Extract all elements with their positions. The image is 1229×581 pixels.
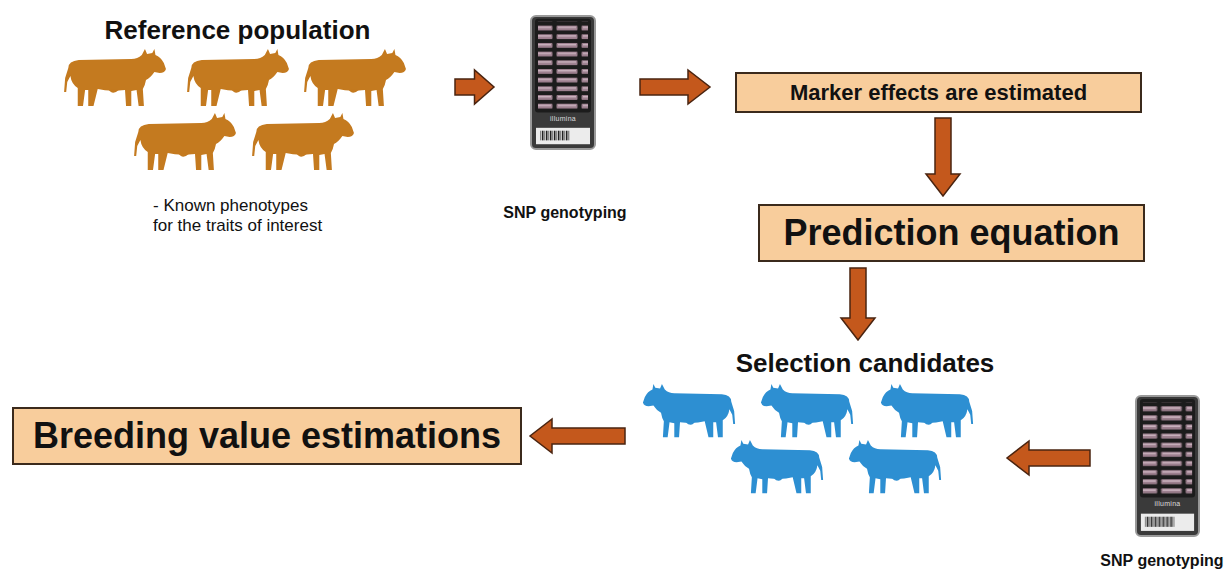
block-arrow	[1007, 441, 1090, 475]
block-arrow	[455, 70, 494, 104]
result-box: Breeding value estimations	[12, 407, 522, 465]
candidate-cows	[643, 384, 973, 493]
box-text: Prediction equation	[783, 212, 1119, 253]
genotyping-chip: SNP genotyping	[1098, 392, 1226, 576]
population-group: Selection candidates	[635, 345, 995, 500]
box-text: Breeding value estimations	[33, 415, 501, 456]
cow-figure	[761, 384, 853, 437]
cow-figure	[731, 440, 823, 493]
cow-figure	[881, 384, 973, 437]
block-arrow	[640, 70, 710, 104]
reference-cows	[64, 49, 406, 170]
population-group: Reference population - Known phenotypes f…	[60, 10, 415, 238]
block-arrow	[530, 419, 625, 453]
block-arrow	[926, 118, 960, 196]
snp-chip	[531, 16, 595, 149]
group-note: - Known phenotypes for the traits of int…	[153, 196, 329, 235]
snp-chip	[1136, 396, 1199, 536]
chip-brand: illumina	[530, 114, 596, 123]
cow-figure	[304, 49, 406, 106]
process-box: Marker effects are estimated	[735, 72, 1142, 113]
chip-brand: illumina	[1135, 499, 1200, 508]
group-heading: Reference population	[60, 16, 415, 46]
group-heading: SNP genotyping	[1098, 552, 1226, 570]
cow-figure	[643, 384, 735, 437]
cow-figure	[187, 49, 289, 106]
cow-figure	[849, 440, 941, 493]
group-heading: SNP genotyping	[500, 204, 630, 222]
process-box: Prediction equation	[758, 204, 1145, 262]
box-text: Marker effects are estimated	[790, 80, 1087, 105]
cow-figure	[64, 49, 166, 106]
cow-figure	[134, 113, 236, 170]
group-heading: Selection candidates	[735, 349, 995, 379]
block-arrow	[841, 268, 875, 340]
cow-figure	[252, 113, 354, 170]
